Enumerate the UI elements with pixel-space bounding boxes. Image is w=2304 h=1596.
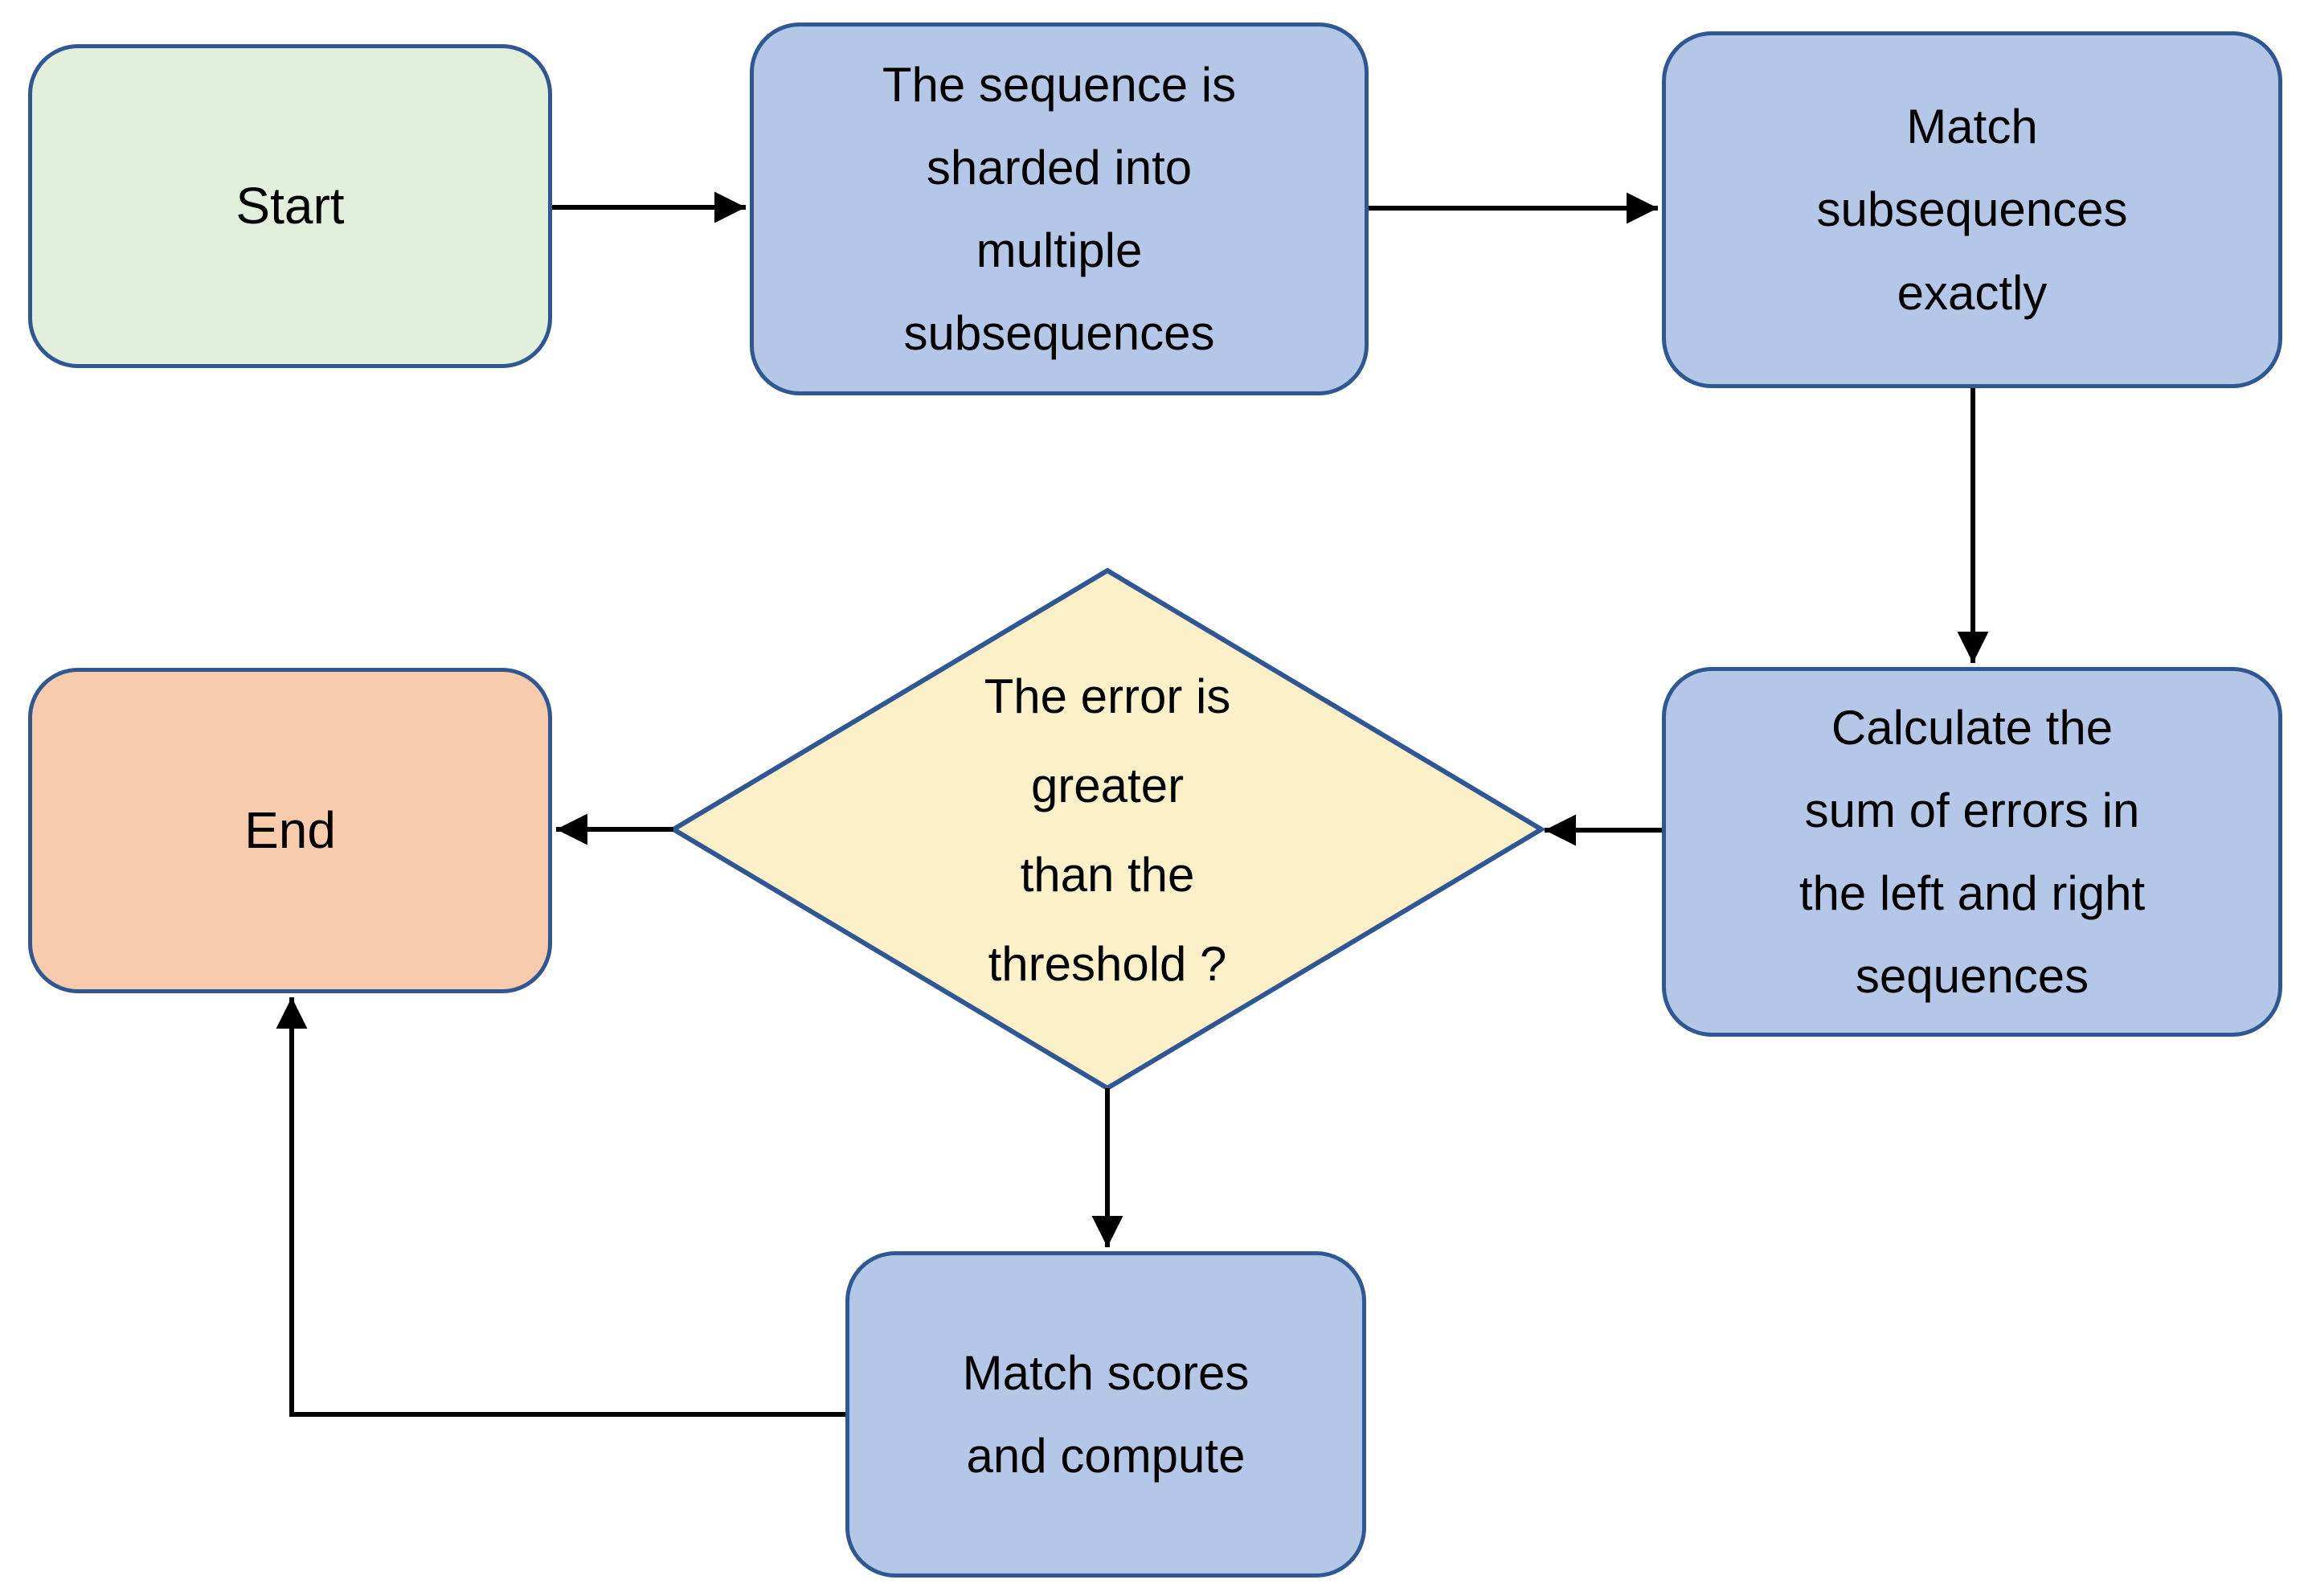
start-node: Start <box>28 44 552 368</box>
end-node-label: End <box>244 801 336 860</box>
process-node-match-scores: Match scores and compute <box>845 1251 1366 1578</box>
edge-match-scores-to-end <box>276 997 845 1417</box>
process-node-calculate-errors-label: Calculate the sum of errors in the left … <box>1799 700 2146 1004</box>
process-node-calculate-errors: Calculate the sum of errors in the left … <box>1662 667 2282 1037</box>
end-node: End <box>28 668 552 993</box>
decision-node-threshold-label: The error is greater than the threshold … <box>984 669 1231 991</box>
process-node-match-subsequences-label: Match subsequences exactly <box>1816 100 2128 320</box>
start-node-label: Start <box>235 177 345 235</box>
process-node-shard-sequence-label: The sequence is sharded into multiple su… <box>882 57 1237 361</box>
process-node-match-subsequences: Match subsequences exactly <box>1662 31 2282 388</box>
process-node-match-scores-label: Match scores and compute <box>962 1345 1250 1483</box>
decision-node-threshold: The error is greater than the threshold … <box>826 647 1389 1013</box>
process-node-shard-sequence: The sequence is sharded into multiple su… <box>750 23 1369 395</box>
